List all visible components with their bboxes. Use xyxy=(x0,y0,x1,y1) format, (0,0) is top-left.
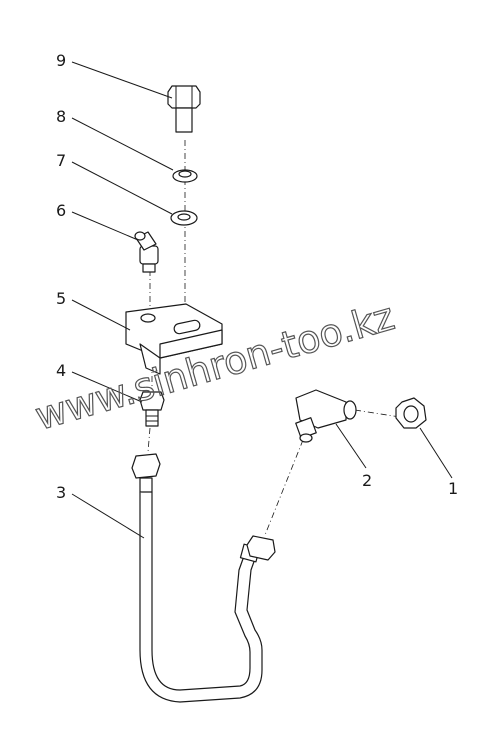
lock-washer-part xyxy=(172,169,198,183)
callout-9: 9 xyxy=(56,51,66,70)
leader-line-1 xyxy=(419,427,453,479)
callout-4: 4 xyxy=(56,361,66,380)
leader-line-6 xyxy=(71,211,139,241)
callout-2: 2 xyxy=(362,471,372,490)
leader-line-3 xyxy=(71,493,145,539)
leader-line-5 xyxy=(71,299,131,331)
bolt-part xyxy=(167,85,201,133)
elbow-axis-line xyxy=(264,439,304,536)
leader-line-2 xyxy=(335,423,367,469)
grease-fitting-part xyxy=(134,231,159,273)
tube-assembly-part xyxy=(131,453,276,703)
callout-1: 1 xyxy=(448,479,458,498)
leader-line-7 xyxy=(71,161,173,215)
leader-line-9 xyxy=(71,61,173,99)
callout-5: 5 xyxy=(56,289,66,308)
bracket-part xyxy=(125,303,223,375)
callout-6: 6 xyxy=(56,201,66,220)
flat-washer-part xyxy=(170,210,198,226)
hex-nut-part xyxy=(395,397,427,429)
callout-8: 8 xyxy=(56,107,66,126)
nut-axis-line xyxy=(354,409,401,418)
callout-3: 3 xyxy=(56,483,66,502)
leader-line-8 xyxy=(71,117,174,171)
elbow-fitting-part xyxy=(295,389,357,443)
adapter-fitting-part xyxy=(139,391,165,427)
callout-7: 7 xyxy=(56,151,66,170)
leader-line-4 xyxy=(71,371,143,403)
tube-axis-line xyxy=(147,427,151,453)
